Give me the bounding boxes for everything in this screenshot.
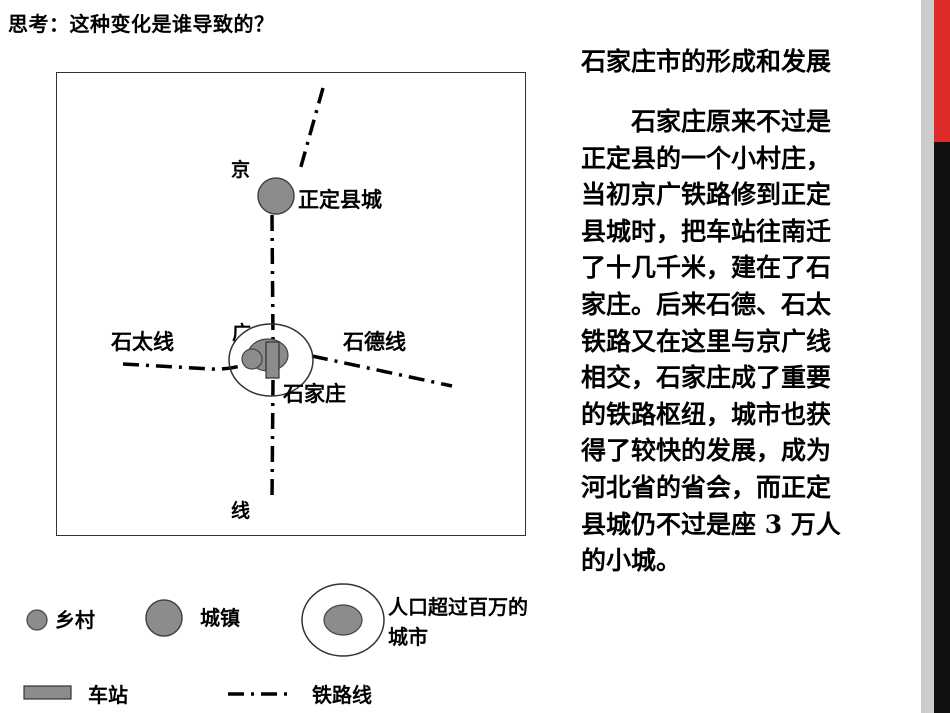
- zhengding-town-marker: [257, 177, 295, 215]
- legend-village-label: 乡村: [55, 608, 95, 632]
- article-line: 得了较快的发展，成为: [581, 436, 832, 466]
- slide-side-dark: [934, 142, 950, 713]
- article-line: 的铁路枢纽，城市也获: [581, 399, 832, 429]
- legend-city-label-line1: 人口超过百万的: [388, 595, 528, 619]
- article-line: 石家庄原来不过是: [581, 107, 832, 136]
- railway-jingguang-north: [298, 87, 325, 171]
- shijiazhuang-village-marker: [241, 348, 263, 370]
- article-line: 县城时，把车站往南迁: [581, 216, 832, 246]
- label-zhengding: 正定县城: [298, 188, 382, 212]
- question-text: 思考：这种变化是谁导致的？: [8, 12, 275, 36]
- article-body: 石家庄原来不过是 正定县的一个小村庄， 当初京广铁路修到正定 县城时，把车站往南…: [581, 104, 901, 580]
- legend-village-icon: [26, 609, 48, 631]
- legend-town-label: 城镇: [200, 606, 240, 630]
- railway-shitai: [122, 355, 263, 371]
- legend-station-label: 车站: [88, 683, 128, 707]
- slide-side-accent: [934, 0, 950, 142]
- legend-town-icon: [145, 599, 183, 637]
- article-title: 石家庄市的形成和发展: [581, 47, 832, 76]
- article-line: 正定县的一个小村庄，: [581, 143, 832, 173]
- map-frame: [56, 72, 526, 536]
- railway-jingguang-south: [270, 379, 275, 501]
- label-shitai: 石太线: [110, 330, 174, 354]
- legend-city-outline: [301, 583, 385, 657]
- article-line: 家庄。后来石德、石太: [581, 289, 832, 319]
- legend-city-label-line2: 城市: [388, 625, 428, 649]
- article-line: 了十几千米，建在了石: [581, 253, 832, 283]
- railway-shide: [311, 354, 453, 388]
- article-line: 相交，石家庄成了重要: [581, 363, 832, 393]
- article-line: 的小城。: [581, 546, 682, 576]
- article-line: 县城仍不过是座 3 万人: [581, 509, 841, 539]
- shijiazhuang-station-marker: [265, 341, 280, 379]
- railway-jingguang-middle: [270, 214, 275, 341]
- label-shide: 石德线: [342, 330, 406, 354]
- label-jing: 京: [231, 158, 250, 181]
- label-xian: 线: [231, 499, 250, 522]
- legend-railway-label: 铁路线: [312, 683, 372, 707]
- article-line: 当初京广铁路修到正定: [581, 180, 832, 210]
- article-line: 铁路又在这里与京广线: [581, 326, 832, 356]
- label-guang: 广: [232, 321, 251, 344]
- label-shijiazhuang: 石家庄: [282, 382, 346, 406]
- shijiazhuang-city-outline: [228, 323, 314, 397]
- article-line: 河北省的省会，而正定: [581, 472, 832, 502]
- legend-station-icon: [23, 685, 72, 700]
- legend-city-core: [323, 604, 363, 636]
